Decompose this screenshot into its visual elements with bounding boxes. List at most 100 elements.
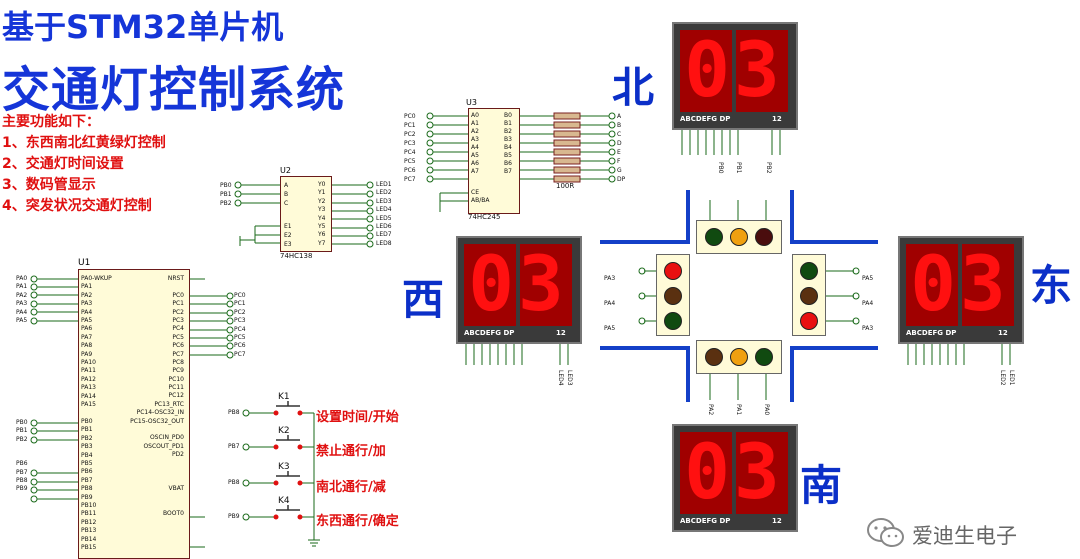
net-label: PC0 — [234, 292, 246, 299]
digit-ones — [736, 432, 788, 514]
west-light-nets: PA3 PA4 PA5 — [604, 266, 615, 341]
net-label: PB2 — [220, 200, 232, 207]
key-k2-button[interactable]: 禁止通行/加 — [316, 444, 386, 459]
net-label: PB0 — [220, 182, 232, 189]
u1-pin: PA4 — [81, 308, 93, 316]
u1-pin: PA10 — [81, 359, 96, 367]
net-label: PB1 — [735, 162, 742, 174]
u1-pin: PA1 — [81, 283, 93, 291]
key-k4-ref: K4 — [278, 496, 290, 506]
segment-label: ABCDEFG DP — [464, 329, 515, 337]
net-label: E — [617, 149, 621, 156]
net-label: B — [617, 122, 622, 129]
u1-pin: OSCIN_PD0 — [149, 434, 184, 442]
u3-pin: A2 — [471, 128, 479, 135]
u1-pin: PB4 — [81, 451, 93, 459]
u3-pin: B3 — [504, 136, 512, 143]
u1-pin: PB14 — [81, 535, 97, 543]
u1-pin — [106, 426, 184, 434]
segment-label: ABCDEFG DP — [680, 517, 731, 525]
u1-pin: PC1 — [172, 300, 184, 308]
net-label: LED5 — [376, 214, 392, 222]
digit-tens — [464, 244, 516, 326]
u3-chip — [468, 108, 520, 214]
u3-pin: A0 — [471, 112, 479, 119]
u1-pin: PA0-WKUP — [81, 275, 112, 282]
traffic-light-west — [656, 254, 690, 336]
traffic-light-east — [792, 254, 826, 336]
net-label: C — [617, 131, 622, 138]
u3-ref: U3 — [466, 98, 477, 107]
key-k3-ref: K3 — [278, 462, 290, 472]
net-label: PA2 — [16, 291, 28, 299]
digit-tens — [906, 244, 958, 326]
net-label: PC2 — [404, 131, 416, 138]
u1-pin — [106, 468, 184, 476]
net-label: LED2 — [376, 189, 392, 197]
digit-ones — [962, 244, 1014, 326]
yellow-lamp — [664, 287, 682, 305]
u3-pin: A3 — [471, 136, 479, 143]
key-k2-ref: K2 — [278, 426, 290, 436]
u1-pin: PA7 — [81, 333, 93, 341]
display-value: 03 — [910, 239, 1010, 328]
traffic-light-north — [696, 220, 782, 254]
u2-input-nets: PB0 PB1 PB2 — [220, 181, 232, 208]
digit-tens — [680, 432, 732, 514]
u1-pin: PA14 — [81, 392, 96, 400]
u1-left-pins: PA0-WKUP PA1 PA2 PA3 PA4 PA5 PA6 PA7 PA8… — [81, 275, 112, 552]
net-label: PC5 — [404, 158, 416, 165]
net-label: PA4 — [16, 308, 28, 316]
u3-pin: B5 — [504, 152, 512, 159]
u1-pin: PC2 — [172, 308, 184, 316]
u2-pin: Y4 — [318, 214, 326, 222]
u1-pin: PB9 — [81, 493, 93, 501]
key-k4-button[interactable]: 东西通行/确定 — [316, 514, 399, 529]
u1-pin: PC15-OSC32_OUT — [130, 417, 184, 425]
u1-port-c-nets: PC0 PC1 PC2 PC3 PC4 PC5 PC6 PC7 — [234, 292, 246, 359]
u1-pin: PB5 — [81, 459, 93, 467]
key-k3-button[interactable]: 南北通行/减 — [316, 480, 386, 495]
display-east: 03 ABCDEFG DP 12 — [898, 236, 1024, 344]
u3-pin: B4 — [504, 144, 512, 151]
u1-pin: PB8 — [81, 485, 93, 493]
u1-pin: PB2 — [81, 434, 93, 442]
green-lamp — [664, 312, 682, 330]
display-north: 03 ABCDEFG DP 12 — [672, 22, 798, 130]
direction-north: 北 — [612, 63, 655, 112]
net-label: LED7 — [376, 231, 392, 239]
u3-output-nets: A B C D E F G DP — [617, 112, 625, 184]
red-lamp — [664, 262, 682, 280]
u2-output-nets: LED1 LED2 LED3 LED4 LED5 LED6 LED7 LED8 — [376, 181, 392, 248]
net-label: PB0 — [16, 419, 28, 426]
digit-pin-label: 12 — [998, 329, 1008, 337]
u1-pin: PC5 — [172, 333, 184, 341]
u2-pin: E3 — [284, 241, 292, 248]
net-label: LED3 — [566, 370, 573, 386]
u1-pin: PC10 — [168, 375, 184, 383]
u1-pin: PC0 — [172, 291, 184, 299]
feature-heading: 主要功能如下： — [2, 114, 100, 130]
digit-pin-label: 12 — [772, 517, 782, 525]
u2-pin: E2 — [284, 232, 292, 239]
net-label: PC2 — [234, 308, 246, 316]
feature-item: 4、突发状况交通灯控制 — [2, 198, 152, 214]
digit-ones — [520, 244, 572, 326]
net-label: PC4 — [404, 149, 416, 156]
net-label: LED2 — [999, 370, 1006, 386]
u3-pin: B6 — [504, 160, 512, 167]
direction-west: 西 — [402, 275, 445, 324]
key-k3-net: PB8 — [228, 479, 240, 486]
road-line — [600, 346, 690, 350]
u2-left-pins: A B C E1 E2 E3 — [284, 181, 292, 249]
direction-east: 东 — [1030, 261, 1073, 310]
net-label: PB8 — [16, 477, 28, 485]
road-line — [686, 346, 690, 402]
green-lamp — [800, 262, 818, 280]
u1-pin: PC11 — [168, 384, 184, 392]
u3-pin: A7 — [471, 168, 479, 175]
u2-pin: Y2 — [318, 197, 326, 205]
net-label: PB1 — [16, 427, 28, 435]
key-k1-button[interactable]: 设置时间/开始 — [316, 410, 399, 425]
